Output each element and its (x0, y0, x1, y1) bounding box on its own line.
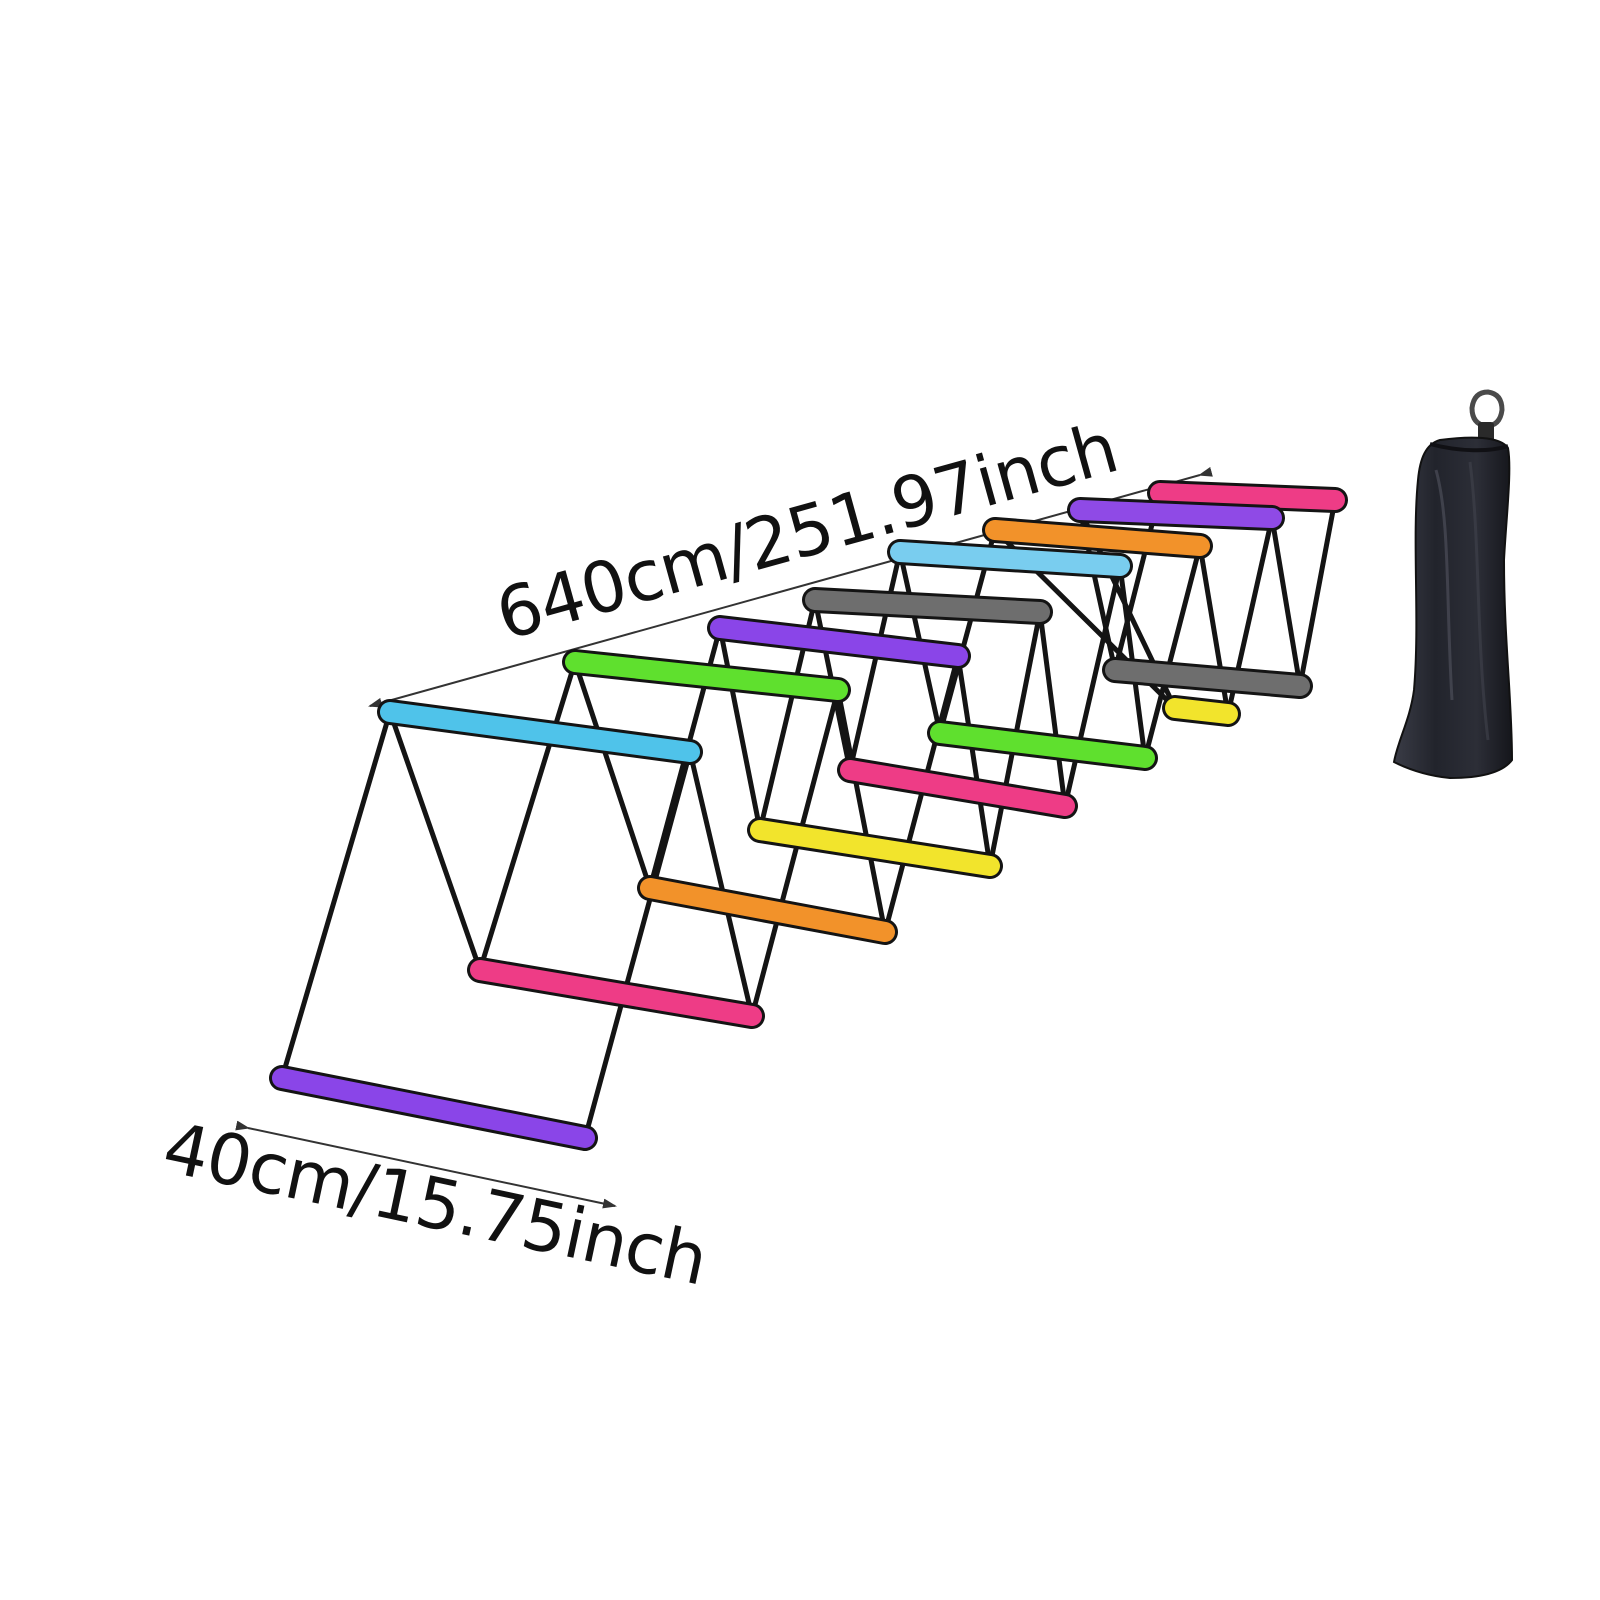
ladder-rung-bottom (930, 723, 1155, 768)
ladder-rung-bottom (750, 820, 1000, 876)
ladder-rung-bottom (1105, 660, 1310, 696)
ladder-rung-bottom (640, 878, 895, 942)
ladder-rung-bottom (272, 1068, 595, 1148)
ladder-rung-top (805, 590, 1050, 622)
ladder-rung-top (985, 520, 1210, 556)
ladder-frame-rod (1062, 563, 1123, 809)
ladder-frame-rod (847, 549, 903, 773)
ladder-frame-rod (749, 687, 841, 1019)
ladder-frame-rod (1297, 497, 1338, 689)
length-dimension-arrow (368, 466, 1213, 708)
width-dimension-arrow (235, 1120, 617, 1209)
ladder-frame-rod (1142, 543, 1203, 761)
ladder-rung-top (890, 542, 1130, 576)
ladder-rung-bottom (840, 760, 1075, 816)
ladder-frame-rod (572, 659, 653, 891)
ladder-frame-rod (687, 749, 755, 1019)
ladder-rung-top (710, 618, 968, 666)
ladder-rung-top (1150, 483, 1345, 510)
ladder-frame-rod (582, 749, 693, 1141)
ladder-frame-rod (279, 709, 393, 1081)
agility-ladder (269, 480, 1348, 1151)
ladder-frame-rod (387, 709, 483, 973)
ladder-frame-rod (955, 653, 993, 869)
ladder-frame-rod (477, 659, 578, 973)
ladder-rung-top (565, 652, 848, 700)
ladder-rung-bottom (470, 960, 762, 1026)
width-label: 40cm/15.75inch (156, 1106, 713, 1301)
carry-bag-icon (1392, 389, 1514, 780)
ladder-rung-top (1070, 500, 1282, 528)
ladder-frame-rod (1037, 609, 1068, 809)
ladder-frame-rod (835, 687, 888, 935)
ladder-frame-rod (717, 625, 763, 833)
ladder-rung-bottom (1165, 698, 1238, 724)
ladder-rung-top (380, 702, 700, 762)
ladder-frame-rod (1269, 515, 1303, 689)
